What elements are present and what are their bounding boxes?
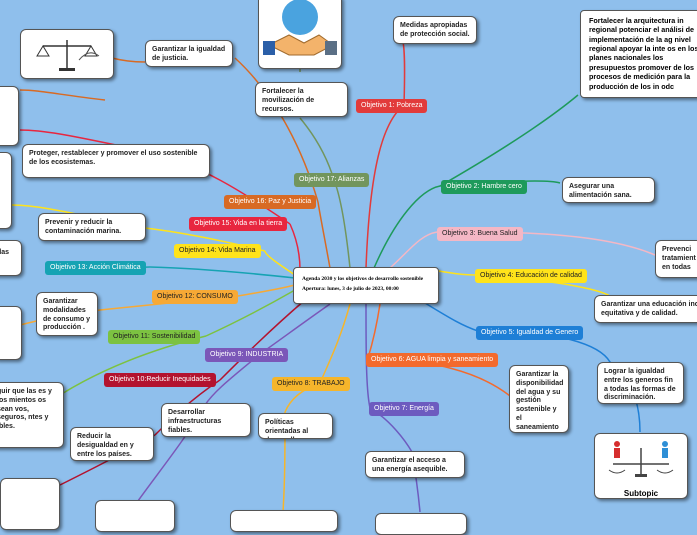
bottom-box-3[interactable] [375,513,467,535]
objective-1-label[interactable]: Objetivo 1: Pobreza [356,99,428,113]
note-ecosistemas[interactable]: Proteger, restablecer y promover el uso … [22,144,210,178]
note-genero[interactable]: Lograr la igualdad entre los generos fin… [597,362,684,404]
side-image-1[interactable] [0,86,19,146]
note-marina[interactable]: Prevenir y reducir la contaminación mari… [38,213,146,241]
objective-16-label[interactable]: Objetivo 16: Paz y Justicia [224,195,317,209]
justice-scale-icon [36,40,100,71]
note-justicia[interactable]: Garantizar la igualdad de justicia. [145,40,233,67]
central-topic-title: Agenda 2030 y los objetivos de desarroll… [302,276,424,282]
note-politicas[interactable]: Políticas orientadas al desarrollo. [258,413,333,439]
note-consumo[interactable]: Garantizar modalidades de consumo y prod… [36,292,98,336]
gender-equality-image[interactable]: Subtopic [594,433,688,499]
handshake-image[interactable] [258,0,342,69]
objective-17-label[interactable]: Objetivo 17: Alianzas [294,173,370,187]
bottom-box-1[interactable] [95,500,175,532]
note-medidas[interactable]: Medidas apropiadas de protección social. [393,16,477,44]
side-image-4[interactable] [0,478,60,530]
side-image-3[interactable] [0,306,22,360]
objective-15-label[interactable]: Objetivo 15: Vida en la tierra [189,217,288,231]
objective-14-label[interactable]: Objetivo 14: Vida Marina [174,244,261,258]
note-infraestructuras[interactable]: Desarrollar infraestructuras fiables. [161,403,251,437]
central-topic[interactable]: Agenda 2030 y los objetivos de desarroll… [293,267,439,304]
objective-4-label[interactable]: Objetivo 4: Educación de calidad [475,269,587,283]
bottom-box-2[interactable] [230,510,338,532]
note-alimentacion[interactable]: Asegurar una alimentación sana. [562,177,655,203]
objective-8-label[interactable]: Objetivo 8: TRABAJO [272,377,350,391]
objective-5-label[interactable]: Objetivo 5: Igualdad de Genero [476,326,584,340]
note-prevencion[interactable]: Prevenci tratamient y en todas [655,240,697,278]
objective-9-label[interactable]: Objetivo 9: INDUSTRIA [205,348,289,362]
objective-3-label[interactable]: Objetivo 3: Buena Salud [437,227,523,241]
objective-12-label[interactable]: Objetivo 12: CONSUMO [152,290,238,304]
note-educacion[interactable]: Garantizar una educación inclu equitativ… [594,295,697,323]
objective-11-label[interactable]: Objetivo 11: Sostenibilidad [108,330,201,344]
note-energia[interactable]: Garantizar el acceso a una energía asequ… [365,451,465,478]
objective-13-label[interactable]: Objetivo 13: Acción Climática [45,261,146,275]
note-agua[interactable]: Garantizar la disponibilidad del agua y … [509,365,569,433]
note-desigualdad[interactable]: Reducir la desigualdad en y entre los pa… [70,427,154,461]
note-movilizacion[interactable]: Fortalecer la movilización de recursos. [255,82,348,117]
objective-6-label[interactable]: Objetivo 6: AGUA limpia y saneamiento [366,353,499,367]
central-topic-subtitle: Apertura: lunes, 3 de julio de 2023, 00:… [302,286,399,293]
objective-10-label[interactable]: Objetivo 10:Reducir Inequidades [104,373,216,387]
handshake-icon [263,0,337,56]
objective-2-label[interactable]: Objetivo 2: Hambre cero [441,180,527,194]
gender-equality-scale-icon [608,441,674,477]
side-image-2[interactable] [0,152,12,229]
subtopic-label: Subtopic [623,489,659,498]
objective-7-label[interactable]: Objetivo 7: Energía [369,402,439,416]
justice-scale-image[interactable] [20,29,114,79]
note-das[interactable]: das [0,240,22,276]
note-fortalecer-arquitectura[interactable]: Fortalecer la arquitectura in regional p… [580,10,697,98]
